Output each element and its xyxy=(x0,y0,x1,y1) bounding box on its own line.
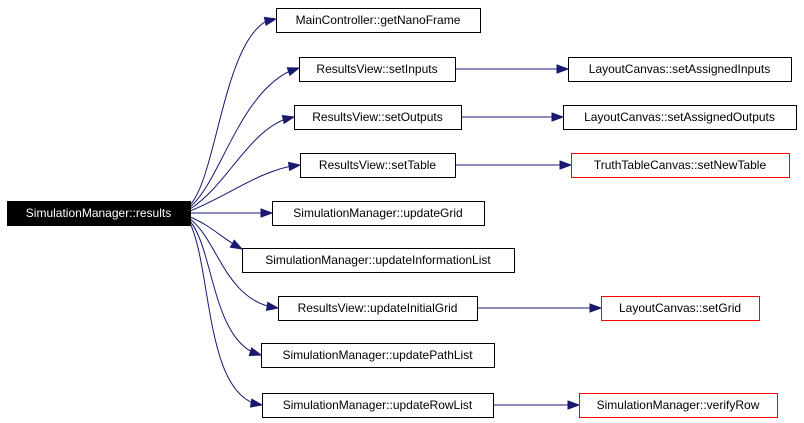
arrowhead-icon xyxy=(589,303,603,313)
edge-line xyxy=(189,17,275,206)
node-label: SimulationManager::verifyRow xyxy=(597,398,760,412)
node-box xyxy=(272,201,485,226)
nodes-layer: SimulationManager::results MainController… xyxy=(7,8,797,418)
edge-line xyxy=(189,164,299,212)
edge-sm_results-to-rv_setinputs xyxy=(189,67,301,208)
edge-sm_results-to-sm_updateinformationlist xyxy=(189,216,244,250)
edge-rv_setinputs-to-lc_setassignedinputs xyxy=(455,64,570,74)
edge-sm_results-to-rv_updateinitialgrid xyxy=(189,218,280,311)
node-label: SimulationManager::updateRowList xyxy=(283,398,473,412)
node-box xyxy=(571,153,790,178)
edge-line xyxy=(189,220,260,356)
node-box xyxy=(294,105,462,130)
arrowhead-icon xyxy=(281,114,296,125)
node-box xyxy=(261,343,495,368)
node-box xyxy=(579,393,778,418)
edge-sm_results-to-mc_getnanoframe xyxy=(189,16,278,206)
node-label: LayoutCanvas::setAssignedOutputs xyxy=(584,110,775,124)
node-label: ResultsView::setOutputs xyxy=(312,110,443,124)
edge-line xyxy=(189,116,293,210)
node-sm-verifyrow[interactable]: SimulationManager::verifyRow xyxy=(579,393,778,418)
node-rv-setinputs[interactable]: ResultsView::setInputs xyxy=(299,57,456,82)
arrowhead-icon xyxy=(551,112,565,122)
node-rv-setoutputs[interactable]: ResultsView::setOutputs xyxy=(294,105,462,130)
arrowhead-icon xyxy=(249,398,264,408)
node-box xyxy=(262,393,494,418)
node-mc-getnanoframe[interactable]: MainController::getNanoFrame xyxy=(276,8,481,33)
node-box xyxy=(276,8,481,33)
node-box xyxy=(278,296,478,321)
node-box xyxy=(568,57,792,82)
node-sm-updateinformationlist[interactable]: SimulationManager::updateInformationList xyxy=(242,248,515,273)
arrowhead-icon xyxy=(288,161,302,172)
arrowhead-icon xyxy=(286,67,301,77)
node-box xyxy=(300,153,456,178)
node-label: ResultsView::setTable xyxy=(319,158,436,172)
edge-sm_results-to-rv_settable xyxy=(189,161,302,212)
edge-rv_updateinitialgrid-to-lc_setgrid xyxy=(477,303,603,313)
node-box xyxy=(563,105,797,130)
node-label: SimulationManager::updateGrid xyxy=(293,206,462,220)
node-sm-updatepathlist[interactable]: SimulationManager::updatePathList xyxy=(261,343,495,368)
node-label: LayoutCanvas::setGrid xyxy=(619,301,741,315)
arrowhead-icon xyxy=(559,160,573,170)
arrowhead-icon xyxy=(248,347,263,357)
arrowhead-icon xyxy=(263,16,278,26)
edge-line xyxy=(189,67,298,208)
node-box xyxy=(601,296,760,321)
node-label: MainController::getNanoFrame xyxy=(296,13,461,27)
arrowhead-icon xyxy=(229,239,244,250)
node-lc-setgrid[interactable]: LayoutCanvas::setGrid xyxy=(601,296,760,321)
arrowhead-icon xyxy=(260,208,274,218)
node-rv-settable[interactable]: ResultsView::setTable xyxy=(300,153,456,178)
edge-sm_results-to-sm_updaterowlist xyxy=(189,222,264,408)
edge-sm_results-to-sm_updatepathlist xyxy=(189,220,263,357)
arrowhead-icon xyxy=(265,301,280,311)
edge-rv_settable-to-ttc_setnewtable xyxy=(455,160,573,170)
edge-rv_setoutputs-to-lc_setassignedoutputs xyxy=(461,112,565,122)
node-lc-setassignedoutputs[interactable]: LayoutCanvas::setAssignedOutputs xyxy=(563,105,797,130)
node-sm-updaterowlist[interactable]: SimulationManager::updateRowList xyxy=(262,393,494,418)
node-lc-setassignedinputs[interactable]: LayoutCanvas::setAssignedInputs xyxy=(568,57,792,82)
node-ttc-setnewtable[interactable]: TruthTableCanvas::setNewTable xyxy=(571,153,790,178)
node-sm-updategrid[interactable]: SimulationManager::updateGrid xyxy=(272,201,485,226)
edge-sm_results-to-sm_updategrid xyxy=(190,208,274,218)
edges-layer xyxy=(189,16,603,410)
node-box xyxy=(299,57,456,82)
node-label: LayoutCanvas::setAssignedInputs xyxy=(589,62,770,76)
node-label: SimulationManager::results xyxy=(26,206,171,220)
node-sm-results[interactable]: SimulationManager::results xyxy=(7,201,191,226)
node-label: ResultsView::updateInitialGrid xyxy=(298,301,458,315)
node-label: TruthTableCanvas::setNewTable xyxy=(594,158,767,172)
node-box xyxy=(242,248,515,273)
arrowhead-icon xyxy=(567,400,581,410)
node-rv-updateinitialgrid[interactable]: ResultsView::updateInitialGrid xyxy=(278,296,478,321)
node-box xyxy=(7,201,191,226)
node-label: SimulationManager::updateInformationList xyxy=(265,253,491,267)
edge-line xyxy=(189,218,277,309)
edge-sm_updaterowlist-to-sm_verifyrow xyxy=(493,400,581,410)
edge-sm_results-to-rv_setoutputs xyxy=(189,114,296,210)
arrowhead-icon xyxy=(556,64,570,74)
node-label: ResultsView::setInputs xyxy=(316,62,437,76)
edge-line xyxy=(189,222,261,406)
node-label: SimulationManager::updatePathList xyxy=(282,348,473,362)
